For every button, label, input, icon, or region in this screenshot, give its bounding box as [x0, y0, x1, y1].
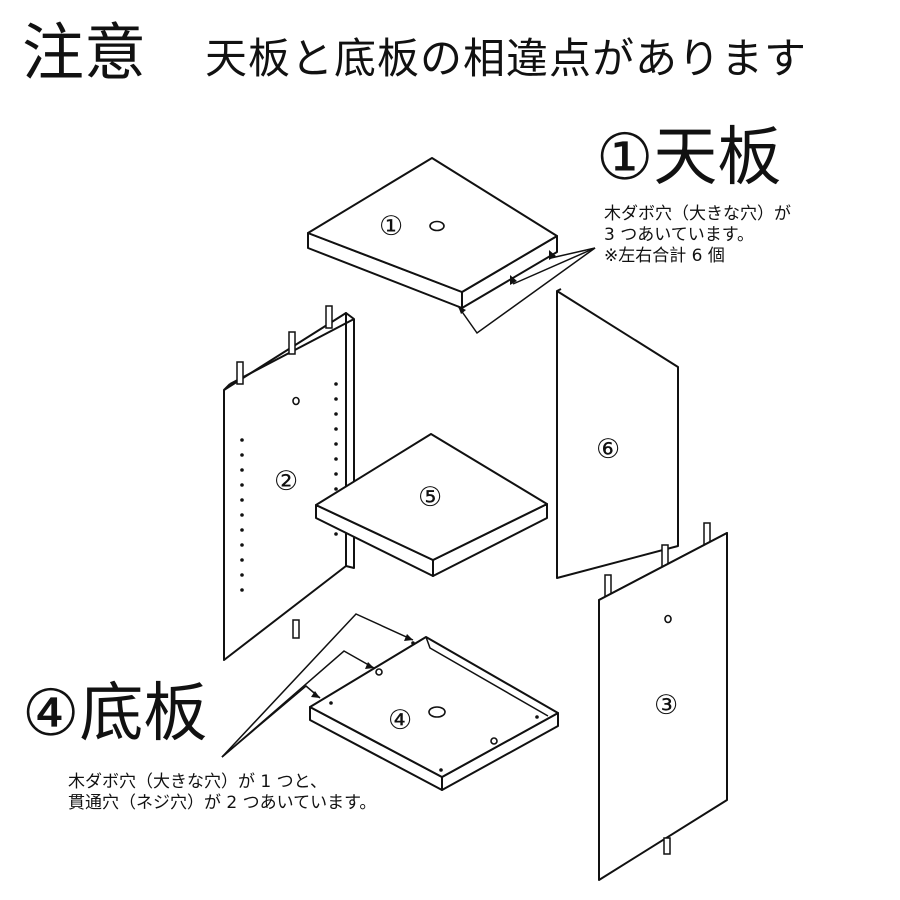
arrow-head-icon	[365, 662, 374, 669]
part-label-1: ①	[379, 211, 403, 242]
part-3-right-side-board: ③	[598, 522, 728, 881]
part-label-6: ⑥	[596, 434, 620, 465]
part-6-back-board: ⑥	[556, 288, 679, 579]
top-board-note-line-3: ※左右合計 6 個	[604, 246, 725, 266]
top-board-leaders	[457, 247, 596, 335]
arrow-head-icon	[510, 275, 517, 285]
bottom-board-note-line-2: 貫通穴（ネジ穴）が 2 つあいています。	[68, 793, 377, 813]
part-label-4: ④	[388, 705, 412, 736]
part-label-3: ③	[654, 690, 678, 721]
screw-hole-icon	[375, 668, 383, 676]
dowel-hole-icon	[429, 220, 445, 232]
heading-attention: 注意	[22, 16, 147, 89]
top-board-note-line-1: 木ダボ穴（大きな穴）が	[604, 204, 791, 224]
top-board-note: 木ダボ穴（大きな穴）が 3 つあいています。 ※左右合計 6 個	[604, 204, 791, 267]
bottom-board-title: ④底板	[22, 677, 208, 751]
arrow-head-icon	[311, 691, 320, 698]
top-board-title: ①天板	[596, 121, 782, 195]
arrow-head-icon	[458, 306, 466, 314]
part-2-left-side-board: ②	[223, 305, 355, 661]
top-board-note-line-2: 3 つあいています。	[604, 225, 755, 245]
screw-hole-icon	[490, 737, 498, 745]
part-5-shelf: ⑤	[315, 433, 548, 577]
arrow-head-icon	[404, 634, 413, 641]
part-label-5: ⑤	[418, 482, 442, 513]
arrow-head-icon	[549, 250, 556, 260]
dowel-hole-icon	[428, 706, 446, 718]
bottom-board-note: 木ダボ穴（大きな穴）が 1 つと、 貫通穴（ネジ穴）が 2 つあいています。	[68, 772, 376, 814]
part-1-top-board: ①	[307, 157, 558, 309]
part-4-bottom-board: ④	[309, 636, 559, 791]
bottom-board-note-line-1: 木ダボ穴（大きな穴）が 1 つと、	[68, 772, 327, 792]
bottom-board-leaders	[221, 613, 414, 758]
part-label-2: ②	[274, 466, 298, 497]
heading-subtitle: 天板と底板の相違点があります	[205, 34, 808, 83]
